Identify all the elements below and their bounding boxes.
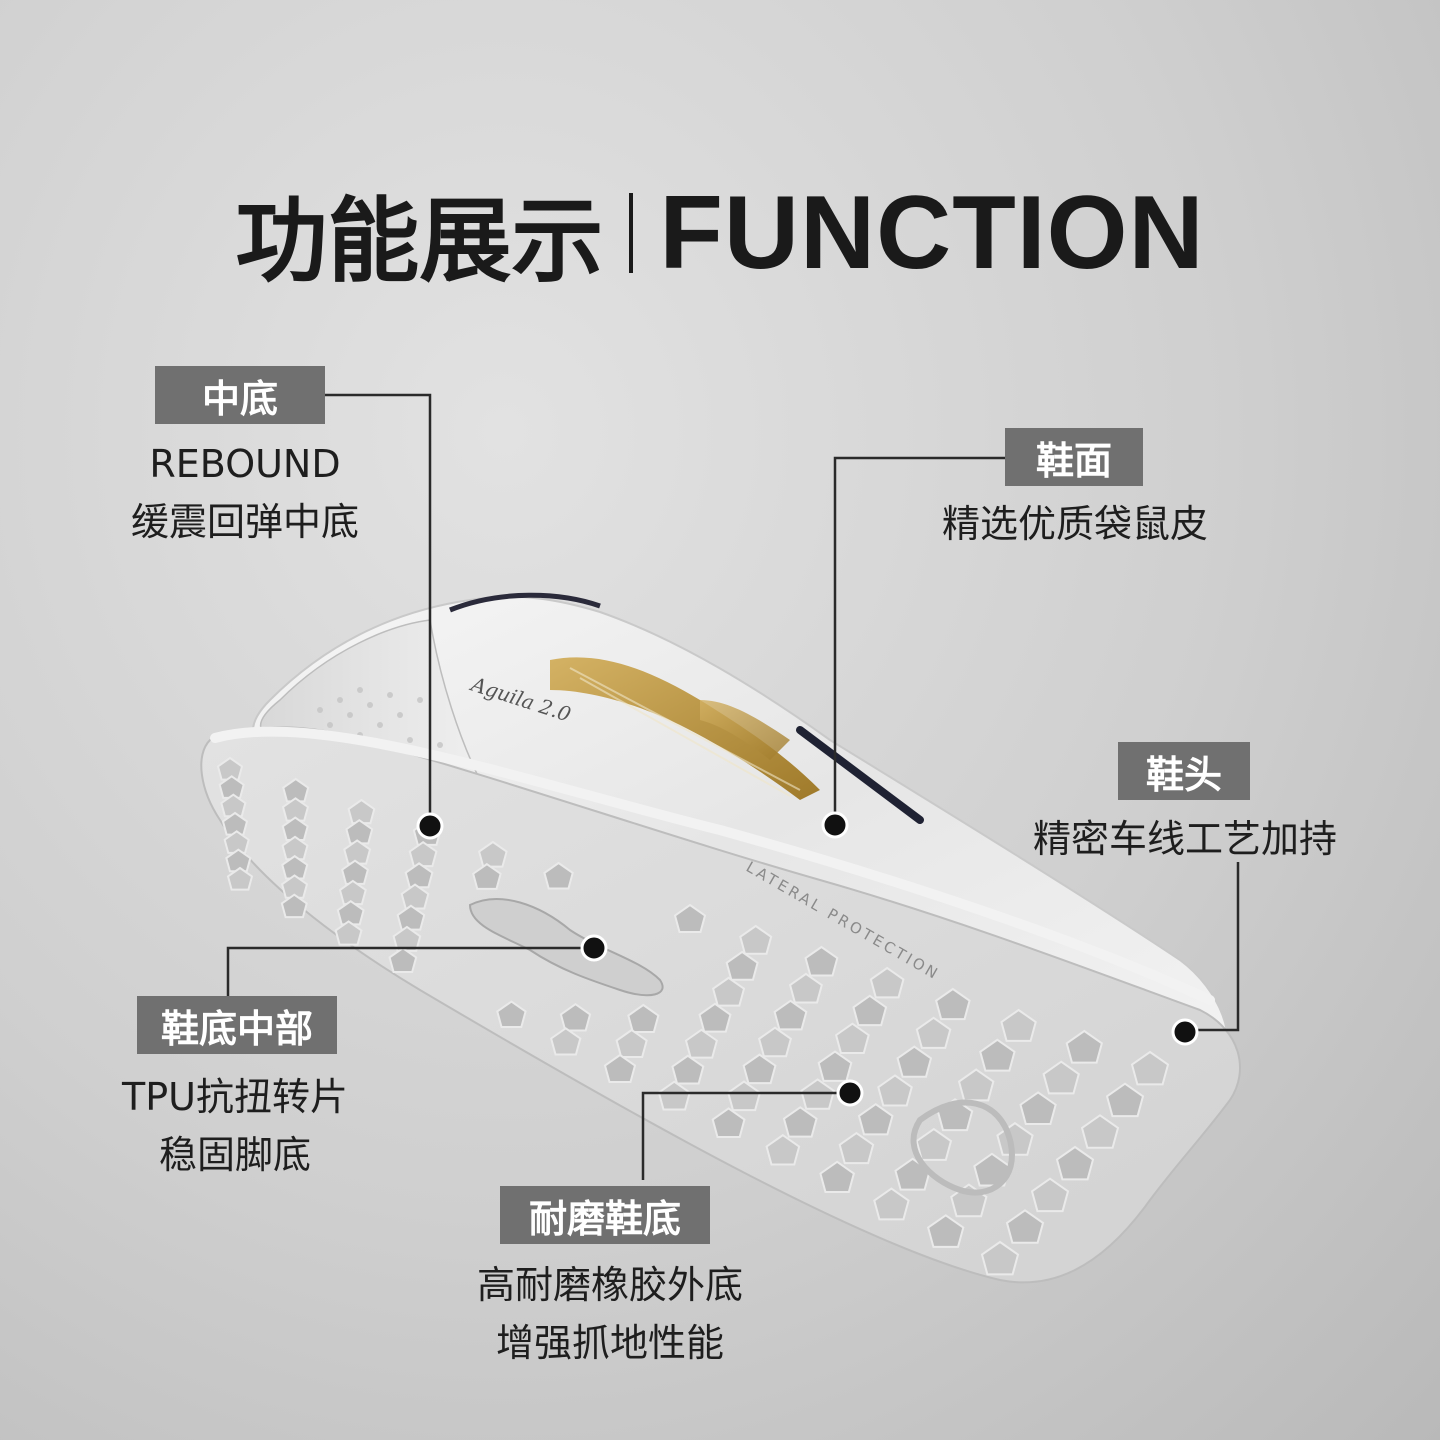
outsole-stud [388, 946, 418, 974]
desc-toe-line1: 精密车线工艺加持 [1032, 817, 1337, 861]
outsole-stud [727, 1080, 762, 1112]
outsole-stud [725, 950, 759, 981]
desc-upper-line1: 精选优质袋鼠皮 [941, 502, 1208, 546]
outsole-stud [671, 1054, 705, 1085]
outsole-stud [915, 1016, 952, 1049]
outsole-stud [657, 1080, 691, 1111]
outsole-stud [559, 1003, 592, 1032]
title-en: FUNCTION [659, 174, 1205, 291]
outsole-stud [673, 903, 707, 933]
outsole-stud [1130, 1050, 1170, 1086]
dot-outsole [836, 1079, 864, 1107]
tag-upper: 鞋面 [1005, 428, 1143, 486]
outsole-stud [1105, 1082, 1145, 1118]
desc-outsole-line1: 高耐磨橡胶外底 [476, 1263, 743, 1307]
leader-upper [833, 456, 1005, 825]
outsole-stud [543, 861, 574, 890]
outsole-stud [684, 1028, 719, 1059]
leader-toe [1185, 862, 1240, 1032]
outsole-stud [838, 1131, 875, 1165]
outsole-stud [627, 1003, 660, 1033]
outsole-stud [496, 1000, 527, 1029]
outsole-stud [915, 1127, 953, 1161]
outsole-stud [1055, 1145, 1095, 1181]
desc-shank-line2: 稳固脚底 [158, 1133, 311, 1177]
desc-midsole-line1: REBOUND [149, 442, 341, 486]
outsole-stud [979, 1038, 1016, 1072]
outsole-stud [834, 1022, 870, 1055]
outsole-stud [280, 893, 308, 919]
outsole-stud [926, 1214, 965, 1248]
outsole-stud [615, 1028, 648, 1058]
outsole-stud [934, 987, 971, 1021]
outsole-stud [477, 840, 508, 868]
outsole-stud [334, 920, 363, 946]
outsole-stud [757, 1026, 793, 1058]
dot-upper [821, 811, 849, 839]
tag-midsole: 中底 [155, 366, 325, 424]
outsole-stud [1005, 1209, 1045, 1244]
page-title: 功能展示 FUNCTION [0, 175, 1440, 295]
outsole-stud [1019, 1091, 1057, 1126]
desc-midsole-line2: 缓震回弹中底 [130, 500, 359, 544]
outsole-stud [817, 1050, 853, 1082]
desc-shank: TPU抗扭转片 稳固脚底 [95, 1068, 375, 1184]
outsole-stud [1042, 1060, 1080, 1095]
outsole-stud [742, 1053, 777, 1085]
outsole-stud [973, 1152, 1011, 1187]
desc-toe: 精密车线工艺加持 [995, 810, 1375, 868]
tag-outsole: 耐磨鞋底 [500, 1186, 710, 1244]
outsole-stud [739, 924, 773, 955]
title-cn: 功能展示 [235, 187, 604, 295]
outsole-studs [216, 756, 1170, 1276]
outsole-stud [980, 1240, 1020, 1276]
outsole-stud [1080, 1114, 1120, 1149]
outsole-stud [549, 1027, 582, 1056]
tag-toe: 鞋头 [1118, 742, 1250, 800]
outsole-stud [788, 972, 823, 1004]
outsole-stud [957, 1068, 995, 1102]
outsole-stud [698, 1002, 732, 1033]
desc-outsole: 高耐磨橡胶外底 增强抓地性能 [440, 1256, 780, 1372]
dot-midsole [416, 812, 444, 840]
midsole-edge [210, 726, 1215, 1005]
outsole-stud [1000, 1008, 1037, 1042]
outsole-stud [603, 1053, 637, 1083]
outsole-stud [773, 999, 808, 1031]
outsole-stud [765, 1133, 801, 1166]
dot-shank [580, 934, 608, 962]
outsole-stud [711, 976, 746, 1007]
outsole-stud [869, 966, 905, 999]
leader-outsole [641, 1091, 848, 1180]
outsole-stud [852, 994, 888, 1027]
dot-toe [1171, 1018, 1199, 1046]
outsole-stud [819, 1160, 856, 1193]
shoe-laces [796, 726, 924, 824]
outsole-stud [1065, 1029, 1104, 1064]
outsole-stud [896, 1045, 933, 1078]
title-separator [629, 193, 634, 273]
outsole-stud [711, 1107, 746, 1138]
tag-shank: 鞋底中部 [137, 996, 337, 1054]
outsole-stud [804, 945, 839, 977]
leader-midsole [325, 393, 432, 820]
outsole-stud [877, 1074, 913, 1107]
desc-midsole: REBOUND 缓震回弹中底 [95, 435, 395, 551]
desc-upper: 精选优质袋鼠皮 [900, 495, 1250, 553]
outsole-stud [472, 862, 502, 890]
outsole-stud [873, 1187, 910, 1221]
outsole-stud [857, 1103, 894, 1136]
outsole-stud [1030, 1177, 1070, 1213]
desc-outsole-line2: 增强抓地性能 [495, 1321, 724, 1365]
heel-texture [317, 687, 458, 763]
outsole-stud [782, 1106, 818, 1138]
outsole-stud [226, 866, 254, 891]
desc-shank-line1: TPU抗扭转片 [122, 1075, 348, 1119]
sole-brand-mark [910, 1099, 1015, 1196]
shoe-collar [449, 592, 601, 613]
